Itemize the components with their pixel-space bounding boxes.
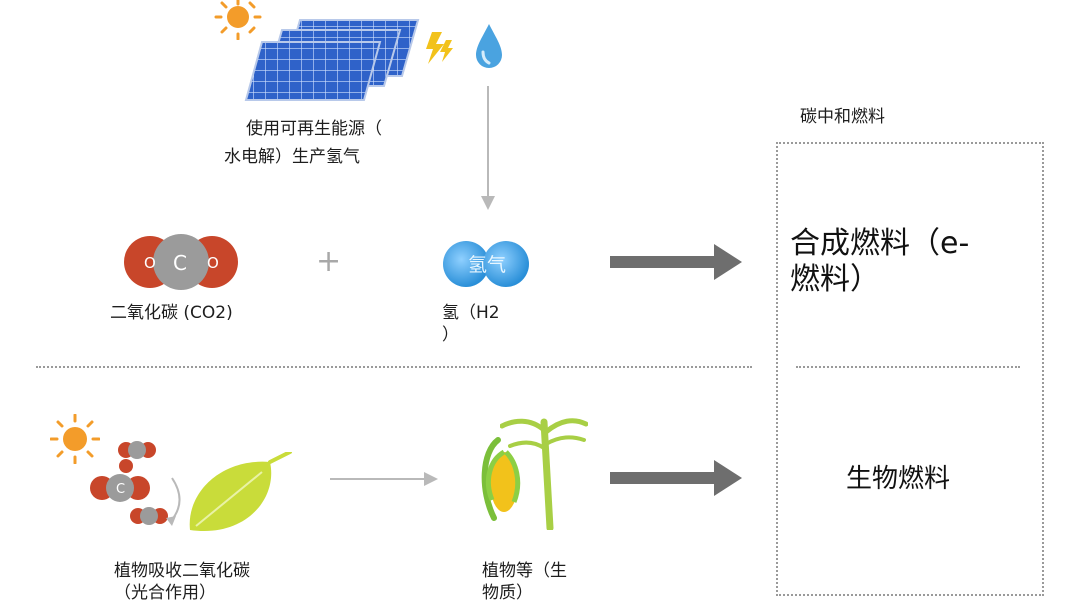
arrow-to-synthetic-fuel bbox=[610, 244, 746, 280]
h2-label-line-2: ） bbox=[442, 325, 459, 345]
photosynthesis-line-2: （光合作用） bbox=[114, 583, 216, 603]
co2-c: C bbox=[173, 251, 187, 275]
lightning-icon bbox=[426, 32, 453, 64]
arrow-to-biofuel bbox=[610, 460, 746, 496]
bamboo-icon bbox=[500, 418, 588, 530]
co2-label: 二氧化碳 (CO2) bbox=[110, 303, 233, 323]
carbon-neutral-fuel-panel bbox=[776, 142, 1044, 596]
section-divider bbox=[36, 366, 752, 368]
biomass-line-2: 物质） bbox=[482, 583, 533, 603]
solar-panel-icon bbox=[244, 19, 420, 101]
svg-text:C: C bbox=[116, 482, 125, 497]
carbon-neutral-fuel-title: 碳中和燃料 bbox=[800, 107, 885, 127]
corn-icon bbox=[481, 437, 521, 521]
h2-molecule-text: 氢气 bbox=[468, 254, 506, 276]
water-drop-icon bbox=[476, 24, 502, 68]
synthetic-fuel-label: 合成燃料（e- 燃料） bbox=[790, 226, 969, 298]
co2-molecules-cluster-icon: C bbox=[90, 441, 168, 525]
renewable-hydrogen-label: 使用可再生能源（ 水电解）生产氢气 bbox=[224, 118, 382, 168]
biomass-label: 植物等（生 物质） bbox=[482, 560, 567, 604]
co2-o-left: O bbox=[144, 254, 156, 272]
renewable-hydrogen-line-2: 水电解）生产氢气 bbox=[224, 147, 360, 167]
h2-molecule-icon: 氢气 bbox=[443, 241, 529, 287]
synthetic-fuel-line-2: 燃料） bbox=[790, 262, 880, 297]
photosynthesis-label: 植物吸收二氧化碳 （光合作用） bbox=[114, 560, 250, 604]
down-arrow bbox=[481, 86, 495, 210]
biofuel-label: 生物燃料 bbox=[846, 464, 951, 494]
h2-label: 氢（H2 ） bbox=[442, 302, 500, 346]
panel-divider bbox=[796, 366, 1020, 368]
plus-sign: + bbox=[316, 244, 342, 279]
sun-icon bbox=[214, 0, 262, 40]
renewable-hydrogen-line-1: 使用可再生能源（ bbox=[246, 119, 382, 139]
photosynthesis-line-1: 植物吸收二氧化碳 bbox=[114, 561, 250, 581]
leaf-icon bbox=[166, 452, 292, 532]
h2-label-line-1: 氢（H2 bbox=[442, 303, 500, 323]
sun-icon bbox=[50, 414, 100, 464]
co2-o-right: O bbox=[207, 254, 219, 272]
biomass-line-1: 植物等（生 bbox=[482, 561, 567, 581]
synthetic-fuel-line-1: 合成燃料（e- bbox=[790, 226, 970, 261]
thin-arrow-to-biomass bbox=[330, 472, 438, 486]
co2-molecule-icon: O C O bbox=[124, 234, 238, 290]
